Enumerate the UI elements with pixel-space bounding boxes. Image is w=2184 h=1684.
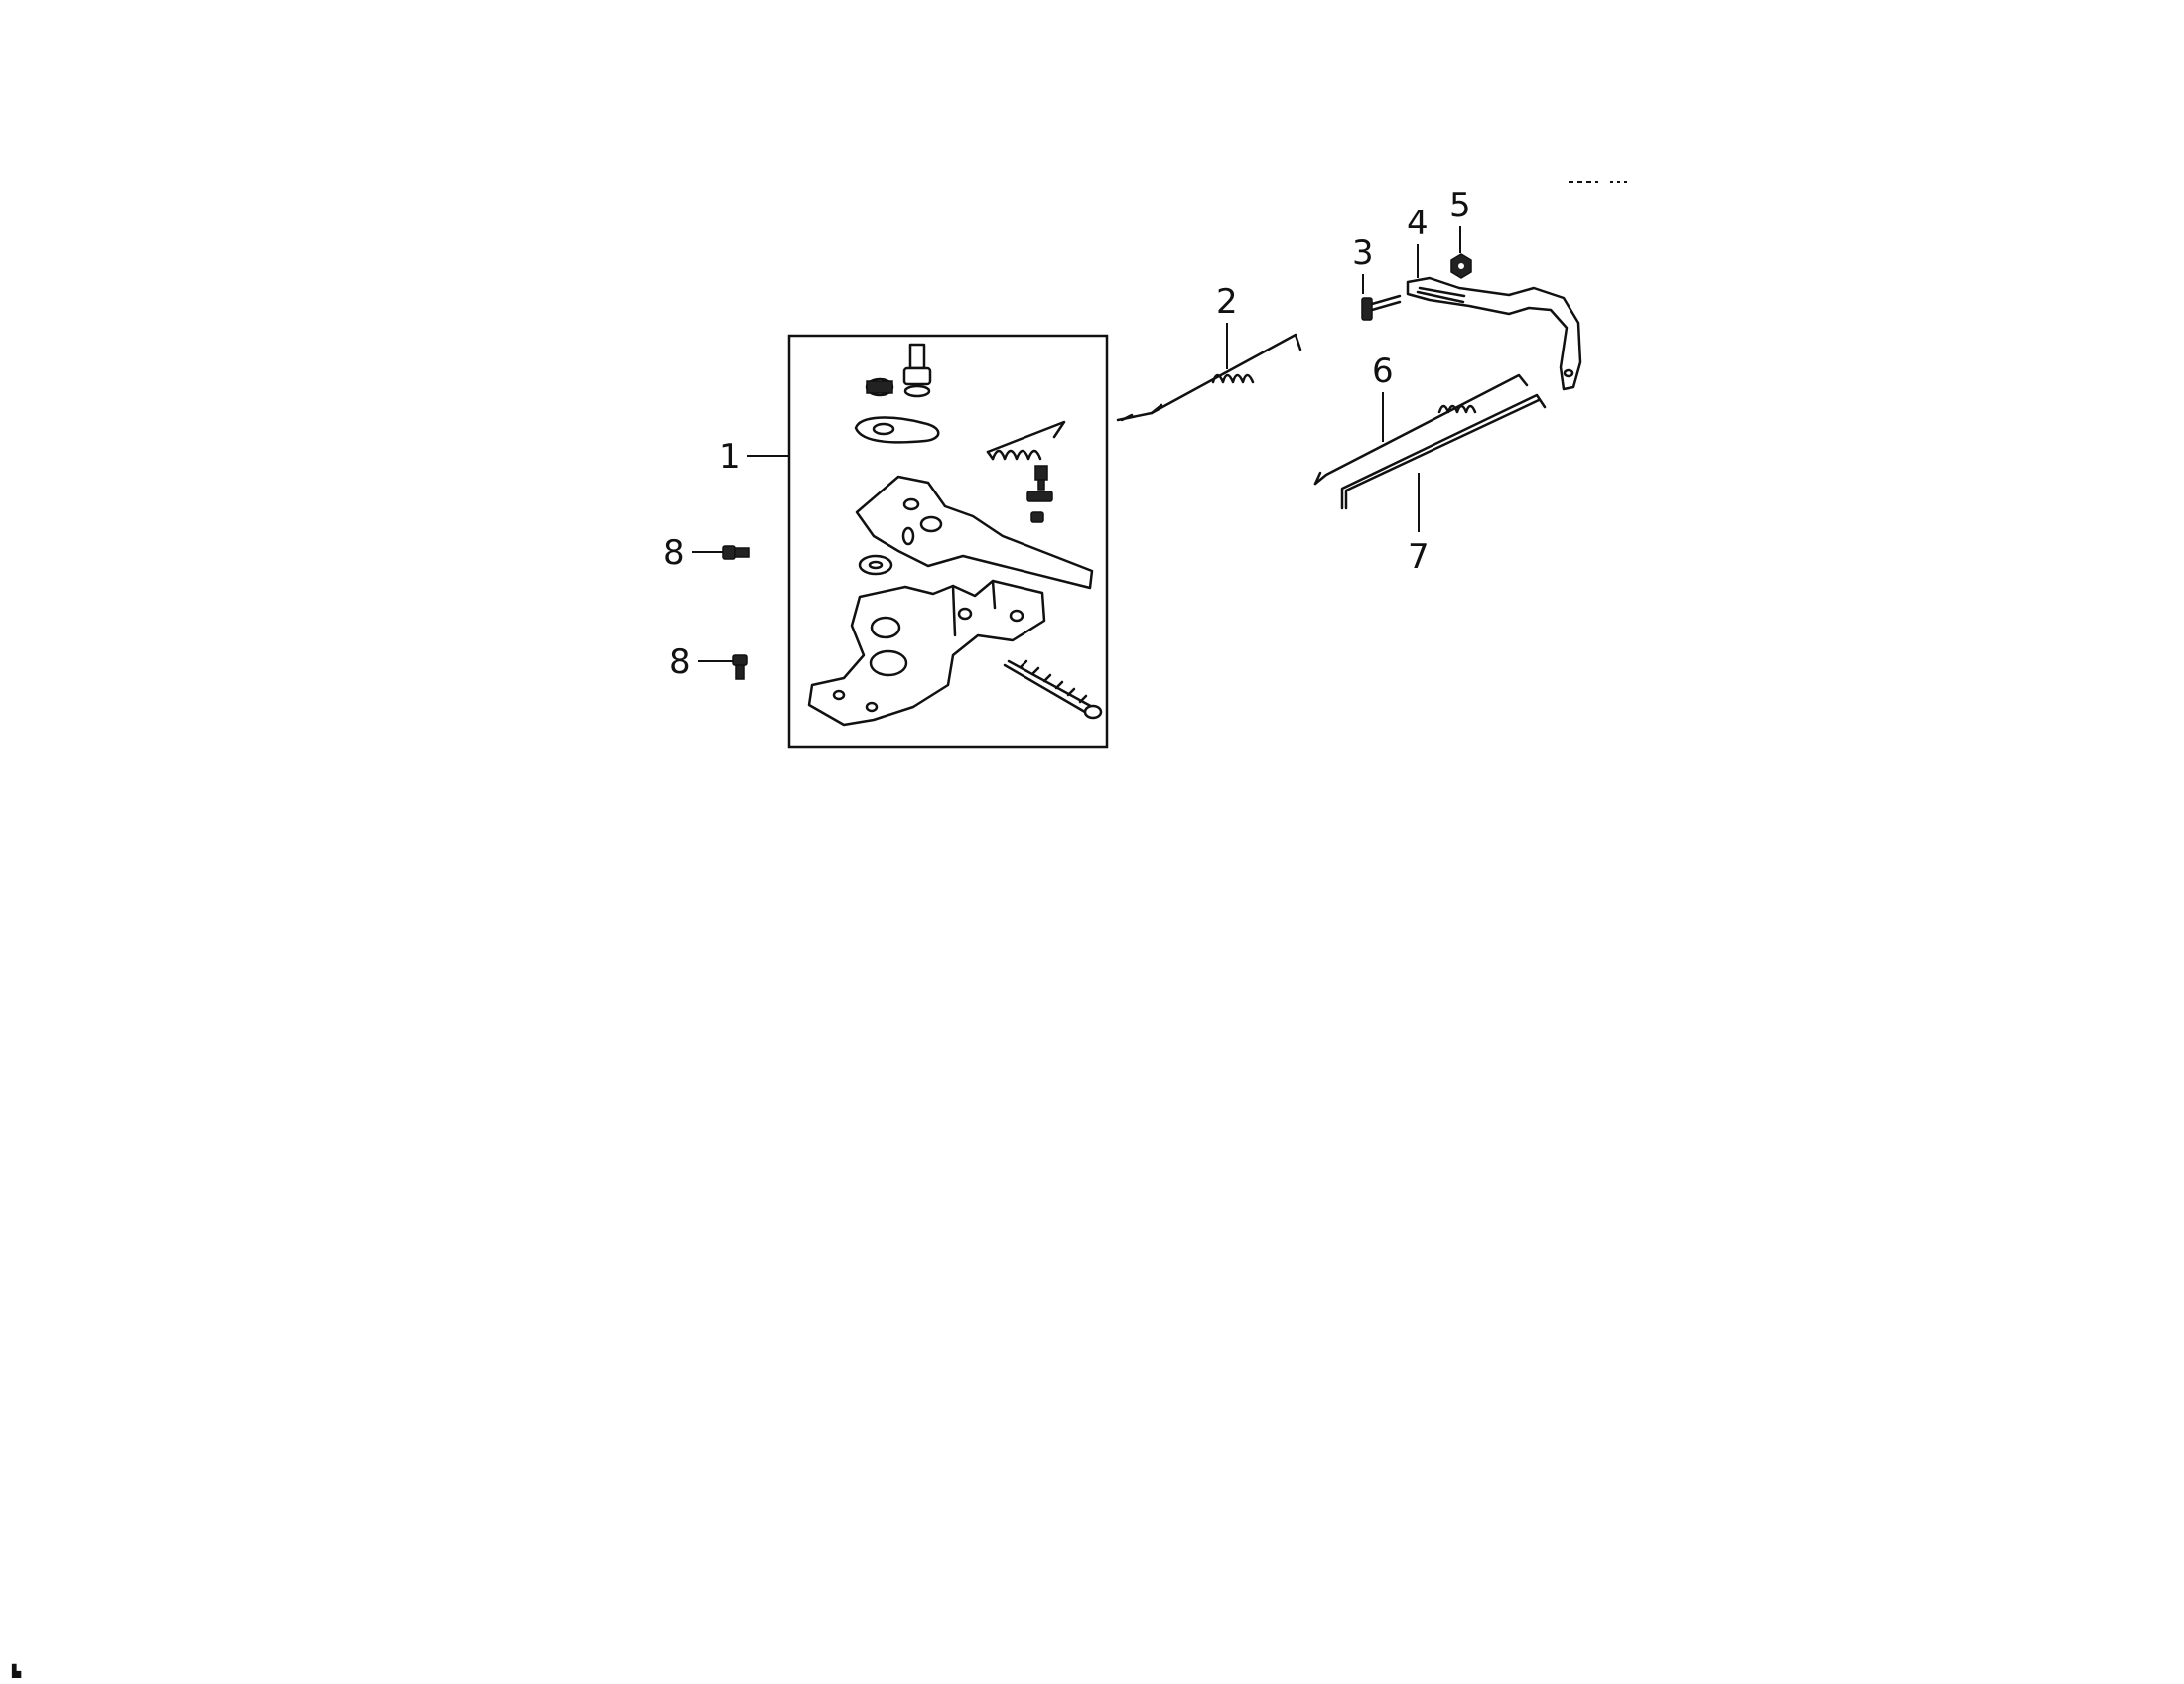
kit-small-bolt-icon [1026,465,1053,523]
nut-group: 5 [1449,186,1472,279]
callout-6: 6 [1372,351,1394,391]
callout-8-upper: 8 [663,533,685,573]
governor-arm-kit-group: 1 [719,334,1109,749]
governor-spring-rod-icon [1313,373,1529,486]
flange-bolt-lower-group: 8 [669,642,748,682]
kit-spring-icon [986,420,1066,461]
callout-3: 3 [1352,233,1374,273]
governor-arm-bolt-group: 3 [1352,233,1402,321]
governor-arm-icon [1406,276,1582,391]
throttle-return-spring-group: 2 [1116,282,1302,422]
flange-bolt-icon [732,654,748,680]
governor-arm-group: 4 [1406,204,1582,391]
kit-top-bolt-icon [902,343,932,398]
governor-arm-bolt-icon [1361,294,1402,321]
throttle-rod-icon [1340,393,1547,510]
kit-frame [787,334,1109,749]
callout-2: 2 [1216,282,1238,322]
callout-7: 7 [1408,537,1430,577]
kit-collar-icon [865,377,894,397]
nut-icon [1450,253,1472,279]
throttle-return-spring-icon [1116,333,1302,422]
callout-4: 4 [1407,204,1429,243]
page-corner-mark-icon: ▙ [12,1664,22,1678]
kit-bracket-icon [855,475,1094,590]
flange-bolt-upper-group: 8 [663,533,750,573]
kit-base-plate-icon [807,579,1046,727]
kit-cam-plate-icon [854,416,940,444]
kit-threaded-pin-icon [1003,659,1103,720]
governor-spring-rod-group: 6 [1313,351,1529,486]
kit-washer-icon [858,554,893,576]
throttle-rod-group: 7 [1340,393,1547,577]
callout-8-lower: 8 [669,642,691,682]
flange-bolt-icon [722,545,750,560]
callout-5: 5 [1449,186,1471,225]
callout-1: 1 [719,437,741,477]
